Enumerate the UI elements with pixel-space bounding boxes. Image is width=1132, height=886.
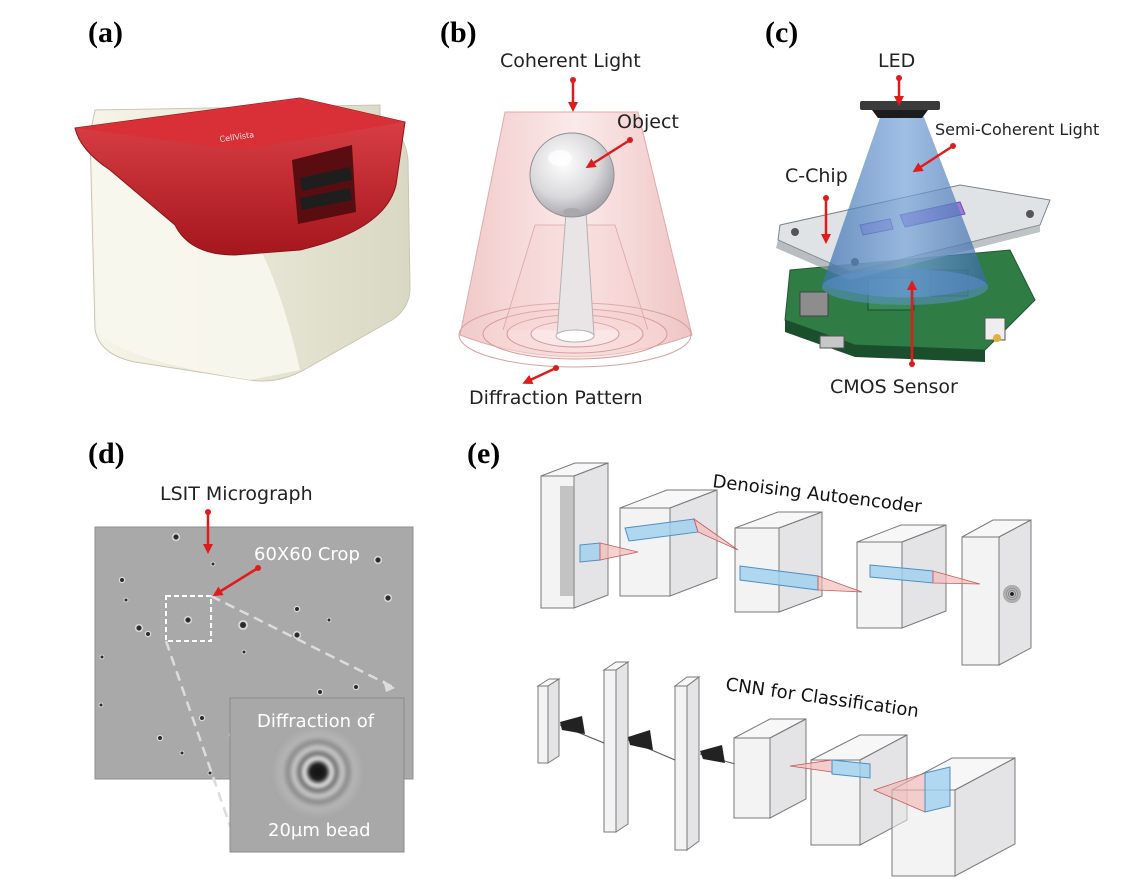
cnn-classification-diagram <box>536 661 1016 877</box>
panel-e-label: (e) <box>467 437 500 470</box>
c-chip-label: C-Chip <box>785 165 848 187</box>
device-illustration: CellVista <box>74 97 411 382</box>
object-label: Object <box>617 111 679 133</box>
diffraction-pattern-label: Diffraction Pattern <box>469 387 643 409</box>
diffraction-pattern-arrow <box>522 366 557 384</box>
denoising-autoencoder-diagram <box>540 462 1032 666</box>
autoencoder-label: Denoising Autoencoder <box>711 471 923 518</box>
panel-d-label: (d) <box>88 437 125 470</box>
crop-arrow <box>212 566 259 597</box>
lsit-micrograph <box>94 526 414 853</box>
lensless-setup-illustration <box>776 101 1051 362</box>
diffraction-label-line2: 20µm bead <box>268 820 371 841</box>
crop-label: 60X60 Crop <box>254 544 360 565</box>
coherent-light-label: Coherent Light <box>500 50 641 72</box>
panel-c-label: (c) <box>765 16 798 49</box>
micrograph-label: LSIT Micrograph <box>160 483 313 505</box>
diffraction-diagram <box>458 111 693 368</box>
panel-a-label: (a) <box>88 16 123 49</box>
semi-coherent-light-arrow <box>912 144 954 173</box>
cnn-label: CNN for Classification <box>724 674 920 722</box>
object-arrow <box>585 138 631 169</box>
semi-coherent-light-label: Semi-Coherent Light <box>935 120 1099 139</box>
diffraction-label-line1: Diffraction of <box>257 711 375 732</box>
panel-b-label: (b) <box>440 16 477 49</box>
led-label: LED <box>878 50 915 72</box>
cmos-sensor-label: CMOS Sensor <box>830 376 958 398</box>
